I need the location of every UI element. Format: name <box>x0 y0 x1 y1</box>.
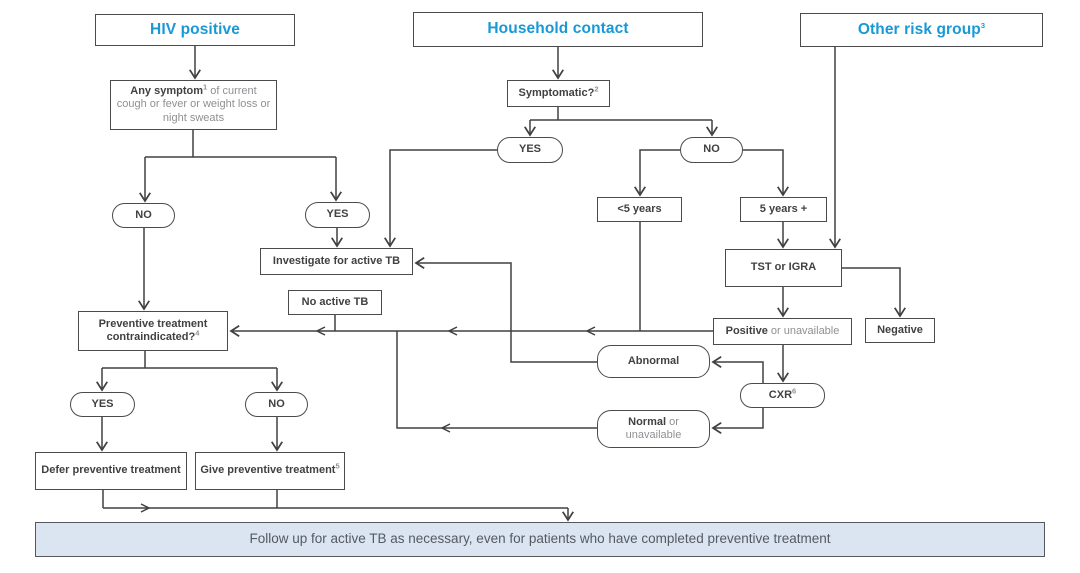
footnote-ref-6: 6 <box>792 386 797 396</box>
node-give-preventive-treatment: Give preventive treatment5 <box>195 452 345 490</box>
node-defer-preventive-treatment: Defer preventive treatment <box>35 452 187 490</box>
header-household-contact: Household contact <box>413 12 703 47</box>
header-household-contact-label: Household contact <box>487 20 629 38</box>
node-contraindicated-yes: YES <box>70 392 135 417</box>
node-contraindicated-no-label: NO <box>268 397 285 410</box>
node-preventive-treatment-contraindicated-label: Preventive treatment contraindicated?4 <box>98 317 208 343</box>
followup-banner: Follow up for active TB as necessary, ev… <box>35 522 1045 557</box>
node-give-preventive-treatment-label: Give preventive treatment5 <box>200 461 340 477</box>
node-any-symptom-label: Any symptom1 of current cough or fever o… <box>116 82 271 124</box>
node-under-5-years-label: <5 years <box>617 202 662 215</box>
footnote-ref-3: 3 <box>980 20 986 30</box>
node-hiv-symptom-no-label: NO <box>135 208 152 221</box>
node-positive-or-unavailable: Positive or unavailable <box>713 318 852 345</box>
node-tst-or-igra: TST or IGRA <box>725 249 842 287</box>
node-positive-or-unavailable-label: Positive or unavailable <box>725 324 840 337</box>
node-abnormal: Abnormal <box>597 345 710 378</box>
node-contraindicated-no: NO <box>245 392 308 417</box>
header-hiv-positive: HIV positive <box>95 14 295 46</box>
footnote-ref-5: 5 <box>335 461 340 471</box>
node-hiv-symptom-yes: YES <box>305 202 370 228</box>
node-symptomatic-label: Symptomatic?2 <box>518 84 599 99</box>
node-hiv-symptom-yes-label: YES <box>326 208 349 221</box>
node-preventive-treatment-contraindicated: Preventive treatment contraindicated?4 <box>78 311 228 351</box>
node-investigate-active-tb: Investigate for active TB <box>260 248 413 275</box>
node-negative-label: Negative <box>877 323 923 336</box>
node-cxr-label: CXR6 <box>768 386 797 401</box>
node-symptomatic-yes: YES <box>497 137 563 163</box>
node-5-years-plus-label: 5 years + <box>759 202 808 215</box>
node-symptomatic-no: NO <box>680 137 743 163</box>
node-symptomatic-no-label: NO <box>703 143 720 156</box>
node-symptomatic: Symptomatic?2 <box>507 80 610 107</box>
header-other-risk-group-label: Other risk group3 <box>857 20 986 38</box>
footnote-ref-1: 1 <box>203 82 208 92</box>
node-investigate-active-tb-label: Investigate for active TB <box>272 254 401 267</box>
node-defer-preventive-treatment-label: Defer preventive treatment <box>41 464 181 477</box>
footnote-ref-4: 4 <box>195 328 200 338</box>
node-hiv-symptom-no: NO <box>112 203 175 228</box>
node-tst-or-igra-label: TST or IGRA <box>750 261 817 274</box>
node-cxr: CXR6 <box>740 383 825 408</box>
node-5-years-plus: 5 years + <box>740 197 827 222</box>
node-any-symptom: Any symptom1 of current cough or fever o… <box>110 80 277 130</box>
header-other-risk-group: Other risk group3 <box>800 13 1043 47</box>
node-no-active-tb: No active TB <box>288 290 382 315</box>
node-negative: Negative <box>865 318 935 343</box>
node-no-active-tb-label: No active TB <box>301 295 369 308</box>
footnote-ref-2: 2 <box>594 84 599 94</box>
node-symptomatic-yes-label: YES <box>518 143 541 156</box>
node-contraindicated-yes-label: YES <box>91 397 114 410</box>
node-under-5-years: <5 years <box>597 197 682 222</box>
header-hiv-positive-label: HIV positive <box>150 20 240 38</box>
followup-banner-label: Follow up for active TB as necessary, ev… <box>249 531 831 547</box>
node-abnormal-label: Abnormal <box>627 354 680 367</box>
